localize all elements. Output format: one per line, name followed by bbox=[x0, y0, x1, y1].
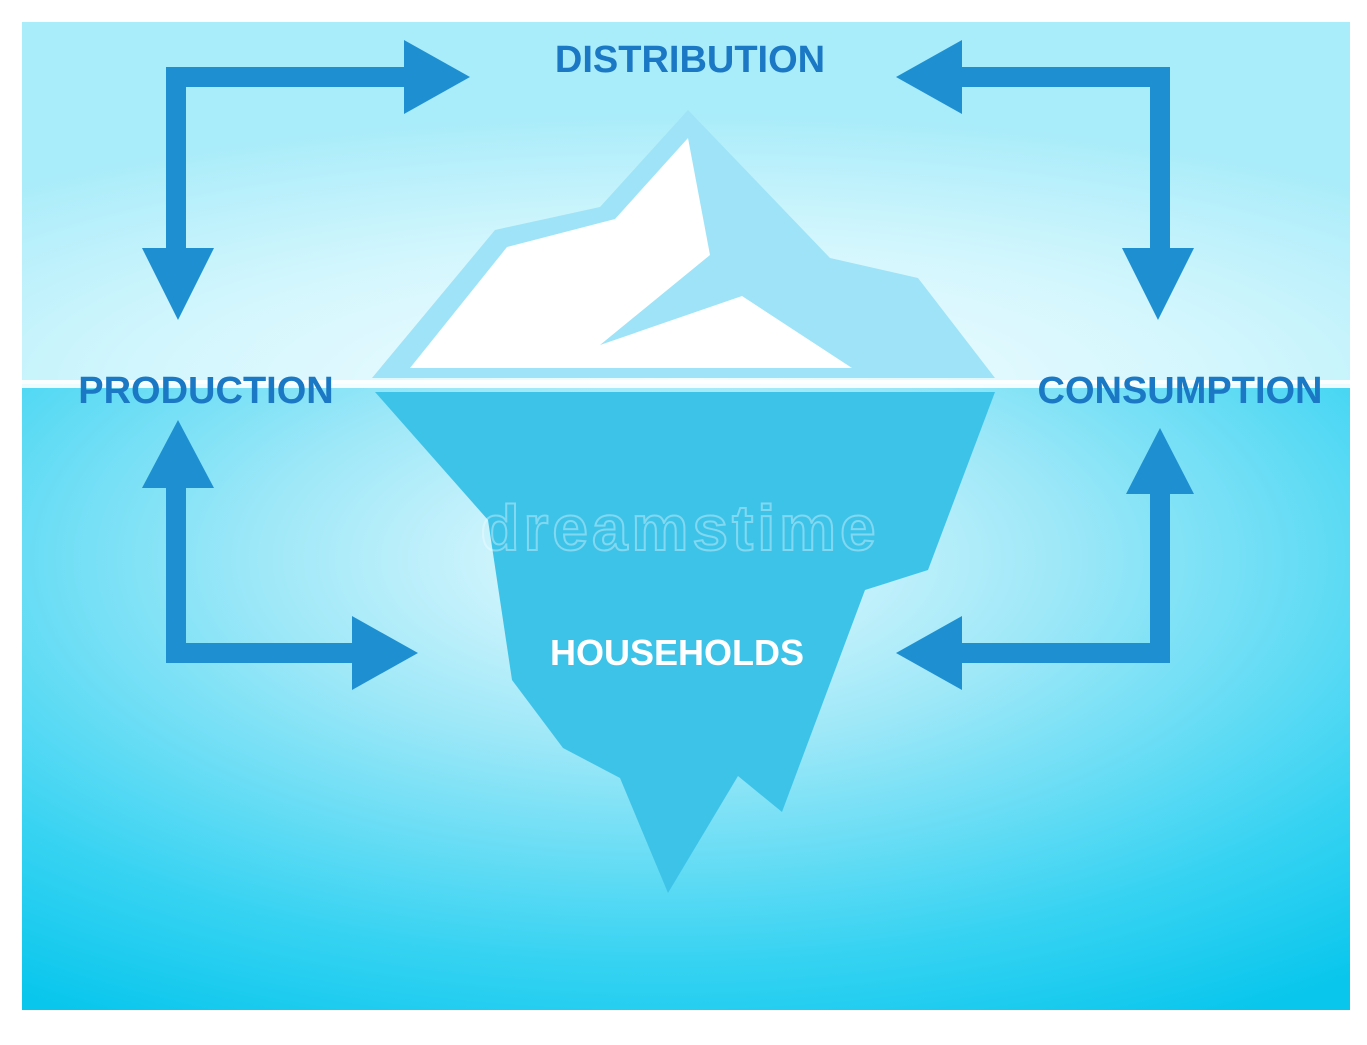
iceberg-snow bbox=[410, 138, 852, 368]
label-production: PRODUCTION bbox=[78, 370, 333, 412]
watermark-text: dreamstime bbox=[480, 492, 879, 564]
arrow-production-to-distribution bbox=[142, 40, 470, 320]
arrow-consumption-to-distribution bbox=[896, 40, 1194, 320]
arrow-households-consumption bbox=[896, 428, 1194, 690]
waterline bbox=[22, 380, 1350, 388]
label-distribution: DISTRIBUTION bbox=[555, 39, 825, 81]
iceberg-underwater bbox=[375, 392, 995, 893]
label-households: HOUSEHOLDS bbox=[550, 632, 804, 673]
label-consumption: CONSUMPTION bbox=[1038, 370, 1323, 412]
arrow-households-production bbox=[142, 420, 418, 690]
